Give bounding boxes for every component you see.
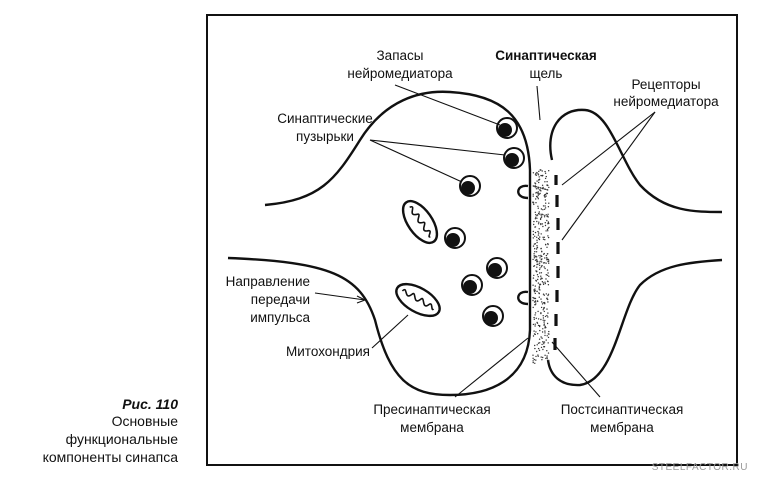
mitochondrion — [401, 199, 439, 245]
caption-line-1: Основные — [112, 413, 179, 429]
figure-frame — [206, 14, 738, 466]
synaptic-cleft-stipple — [532, 169, 550, 364]
label-direction-1: Направление — [226, 274, 310, 289]
leader-lines — [314, 84, 656, 398]
postsynaptic-cell — [546, 108, 723, 387]
label-receptors-1: Рецепторы — [631, 77, 700, 92]
vesicle — [503, 147, 525, 169]
label-cleft-1: Синаптическая — [495, 48, 597, 63]
label-postsynaptic-1: Постсинаптическая — [561, 402, 684, 417]
label-postsynaptic-2: мембрана — [590, 420, 654, 435]
label-presynaptic-2: мембрана — [400, 420, 464, 435]
watermark: STEELFACTOR.RU — [652, 462, 748, 473]
label-reserves-2: нейромедиатора — [347, 66, 453, 81]
vesicle — [486, 257, 508, 279]
label-mitochondria: Митохондрия — [286, 344, 370, 359]
caption-line-2: функциональные — [66, 431, 179, 447]
vesicle — [459, 175, 481, 197]
presynaptic-terminal — [227, 90, 532, 397]
mitochondrion — [395, 282, 441, 318]
label-direction-3: импульса — [250, 310, 310, 325]
vesicle — [496, 117, 518, 139]
label-vesicles-1: Синаптические — [277, 111, 373, 126]
label-vesicles-2: пузырьки — [296, 129, 354, 144]
label-receptors-2: нейромедиатора — [613, 94, 719, 109]
caption-line-3: компоненты синапса — [43, 449, 179, 465]
synaptic-vesicles — [444, 117, 525, 327]
vesicle — [444, 227, 466, 249]
figure-number: Рис. 110 — [122, 396, 178, 412]
label-direction-2: передачи — [251, 292, 310, 307]
vesicle — [461, 274, 483, 296]
label-presynaptic-1: Пресинаптическая — [373, 402, 490, 417]
vesicle — [482, 305, 504, 327]
label-cleft-2: щель — [530, 66, 563, 81]
receptors — [553, 175, 560, 350]
label-reserves-1: Запасы — [377, 48, 424, 63]
